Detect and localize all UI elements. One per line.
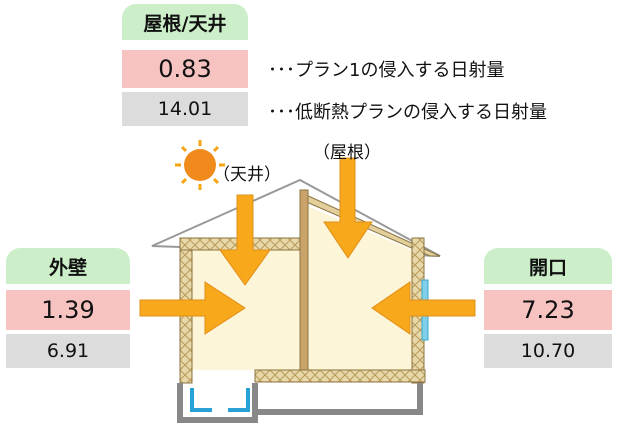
ceiling-label: （天井）: [213, 165, 281, 185]
partition: [299, 189, 309, 376]
opening-plan1-value: 7.23: [484, 290, 612, 330]
opening-tab: 開口: [484, 248, 612, 284]
roof-arrow: [323, 157, 373, 259]
foundation: [177, 383, 423, 423]
outer-wall-low-insulation-value: 6.91: [6, 334, 130, 368]
legend-low-insulation: ･･･低断熱プランの侵入する日射量: [268, 102, 547, 123]
opening-low-insulation-value: 10.70: [484, 334, 612, 368]
roof-ceiling-tab: 屋根/天井: [122, 4, 248, 40]
opening-arrow: [371, 281, 476, 335]
sun-icon: [175, 140, 225, 190]
foundation-insulation: [190, 388, 250, 412]
legend-plan1: ･･･プラン1の侵入する日射量: [268, 60, 505, 81]
outer-wall-arrow: [139, 281, 246, 335]
roof-label: （屋根）: [313, 143, 381, 163]
interior-right: [305, 205, 412, 370]
roof-ceiling-low-insulation-value: 14.01: [122, 92, 248, 126]
ceiling-arrow: [219, 194, 271, 286]
roof-ceiling-plan1-value: 0.83: [122, 50, 248, 88]
outer-wall-plan1-value: 1.39: [6, 290, 130, 330]
outer-wall-tab: 外壁: [6, 248, 130, 284]
floor: [254, 369, 426, 383]
